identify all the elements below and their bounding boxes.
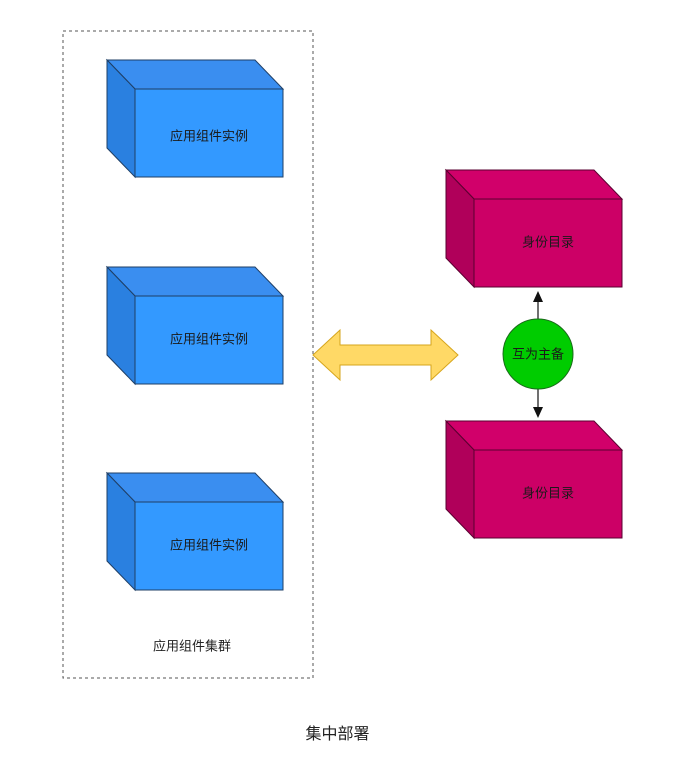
component-instance-2: 应用组件实例	[105, 265, 285, 386]
instance-1-label: 应用组件实例	[170, 129, 248, 145]
instance-3-front	[134, 501, 284, 591]
primary-backup-circle	[502, 318, 574, 390]
component-instance-1: 应用组件实例	[105, 58, 285, 179]
cluster-container	[62, 30, 314, 679]
instance-3-top	[105, 472, 285, 503]
component-instance-3: 应用组件实例	[105, 471, 285, 592]
down-arrowhead-icon	[533, 407, 543, 418]
downward-connector	[533, 388, 543, 418]
instance-1-front	[134, 88, 284, 178]
directory-2-front	[473, 449, 623, 539]
cluster-label: 应用组件集群	[153, 639, 231, 655]
upward-connector	[533, 291, 543, 320]
directory-1-front	[473, 198, 623, 288]
directory-1-top	[444, 169, 624, 200]
instance-3-label: 应用组件实例	[170, 538, 248, 554]
figure-caption: 集中部署	[305, 724, 370, 743]
bidirectional-arrow-icon	[312, 328, 459, 382]
primary-backup-label: 互为主备	[512, 347, 564, 363]
primary-backup-node: 互为主备	[502, 318, 574, 390]
directory-2-top	[444, 420, 624, 451]
identity-directory-1: 身份目录	[444, 168, 624, 289]
directory-2-label: 身份目录	[522, 486, 574, 502]
up-arrowhead-icon	[533, 291, 543, 302]
deployment-diagram: 应用组件实例 应用组件实例 应用组件实例 应用组件集群 身份目录 身份目录	[62, 30, 624, 679]
instance-2-front	[134, 295, 284, 385]
instance-2-label: 应用组件实例	[170, 332, 248, 348]
directory-1-label: 身份目录	[522, 235, 574, 251]
instance-2-top	[105, 266, 285, 297]
instance-1-top	[105, 59, 285, 90]
identity-directory-2: 身份目录	[444, 419, 624, 540]
